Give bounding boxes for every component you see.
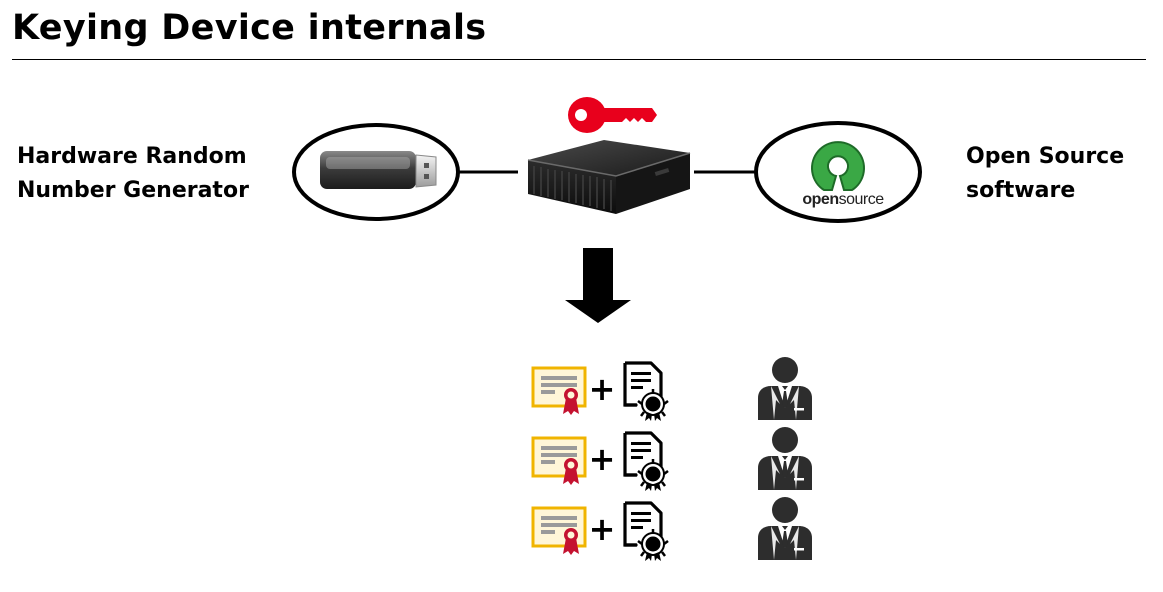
down-arrow-icon (565, 248, 631, 323)
signed-document-icon (623, 361, 670, 423)
person-icon (758, 427, 812, 490)
plus-sign: + (589, 510, 616, 548)
open-source-label-line2: software (966, 178, 1076, 203)
hardware-rng-label-line1: Hardware Random (17, 144, 247, 169)
open-source-label: Open Source software (966, 140, 1124, 208)
usb-stick-icon (320, 151, 437, 189)
open-source-logo-text: opensource (802, 191, 884, 208)
person-icon (758, 357, 812, 420)
person-icon (758, 497, 812, 560)
output-row: + (531, 357, 812, 423)
signed-document-icon (623, 431, 670, 493)
keying-device-icon (527, 140, 691, 214)
open-source-ellipse (754, 121, 922, 223)
hardware-rng-label: Hardware Random Number Generator (17, 140, 249, 208)
title-divider (12, 59, 1146, 60)
hardware-rng-node (292, 123, 460, 221)
signed-document-icon (623, 501, 670, 563)
certificate-icon (531, 366, 587, 417)
output-row: + (531, 497, 812, 563)
key-icon (568, 97, 657, 133)
open-source-node: opensource (754, 121, 922, 223)
page-title: Keying Device internals (12, 8, 487, 48)
hardware-rng-label-line2: Number Generator (17, 178, 249, 203)
plus-sign: + (589, 440, 616, 478)
certificate-icon (531, 506, 587, 557)
open-source-logo-icon (811, 141, 865, 191)
output-row: + (531, 427, 812, 493)
certificate-icon (531, 436, 587, 487)
open-source-label-line1: Open Source (966, 144, 1125, 169)
plus-sign: + (589, 370, 616, 408)
